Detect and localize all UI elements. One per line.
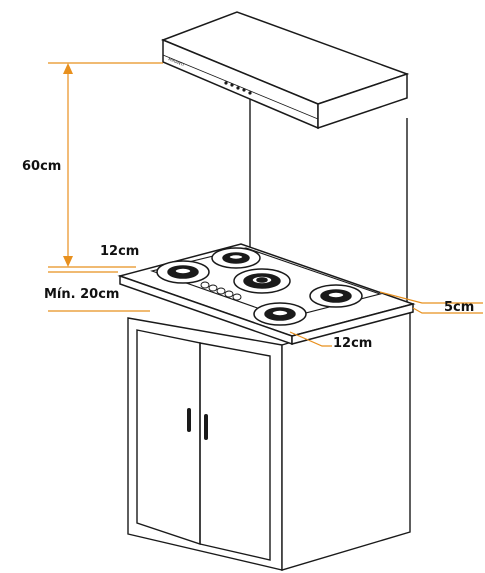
side-clearance-label: 12cm: [100, 244, 140, 259]
range-hood: [160, 11, 410, 130]
front-clearance-line: [289, 331, 332, 347]
front-clearance-label: 12cm: [333, 336, 373, 351]
cabinet-door-right: [199, 342, 271, 561]
hood-brand-logo: MIRANTI: [168, 56, 185, 67]
hood-buttons: [224, 81, 252, 95]
hood-height-label: 60cm: [22, 159, 62, 174]
control-knobs: [200, 281, 242, 301]
back-clearance-line-top: [379, 291, 483, 304]
door-handle-right: [204, 414, 208, 440]
back-clearance-line-bottom: [412, 307, 483, 314]
burner-right: [309, 284, 363, 308]
burner-back-middle: [211, 247, 261, 269]
cooktop: [117, 243, 416, 346]
arrow-down-icon: [63, 256, 73, 267]
back-wall: [249, 96, 408, 304]
arrow-up-icon: [63, 63, 73, 74]
min-clearance-label: Mín. 20cm: [44, 287, 120, 302]
dimension-lines: [48, 62, 483, 347]
burner-front: [253, 302, 307, 326]
cooktop-side-edge: [291, 303, 414, 345]
door-handle-left: [187, 408, 191, 432]
cabinet: [127, 305, 411, 571]
back-clearance-label: 5cm: [444, 300, 475, 315]
burner-center-triple: [233, 268, 291, 294]
burner-back-left: [156, 260, 210, 284]
